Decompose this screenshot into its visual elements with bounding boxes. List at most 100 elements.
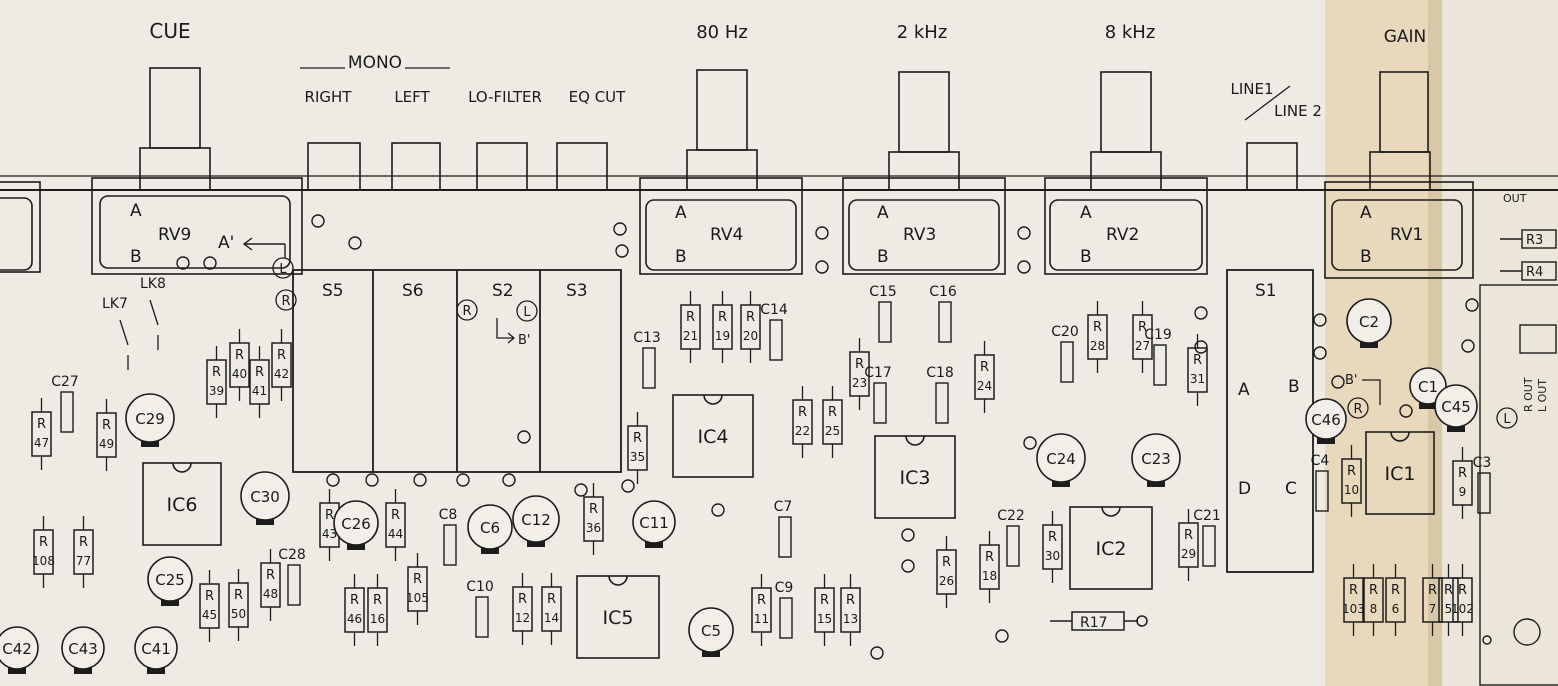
marker-r: R (281, 294, 290, 309)
resistor-value: 8 (1370, 602, 1378, 616)
resistor-r-prefix: R (373, 593, 382, 608)
capacitor-film (1060, 341, 1074, 383)
capacitor-film (878, 301, 892, 343)
capacitor-label: C12 (521, 511, 551, 529)
solder-pad (574, 483, 588, 497)
resistor-r-prefix: R (325, 508, 334, 523)
label-mono: MONO (348, 53, 402, 73)
marker-b-prime-2: B' (1345, 373, 1358, 388)
capacitor-film (475, 596, 489, 638)
marker-circle (1496, 407, 1518, 429)
resistor-value: 105 (406, 591, 429, 605)
resistor-value: 19 (715, 329, 730, 343)
resistor-r-prefix: R (350, 593, 359, 608)
resistor-value: 22 (795, 424, 810, 438)
capacitor-film (1006, 525, 1020, 567)
solder-pad (815, 226, 829, 240)
edge-r4: R4 (1526, 265, 1543, 280)
resistor-value: 35 (630, 450, 645, 464)
capacitor-label: C22 (997, 508, 1025, 524)
capacitor-label: C11 (639, 514, 669, 532)
solder-pad (615, 244, 629, 258)
resistor-r-prefix: R (1391, 583, 1400, 598)
solder-pad (1194, 340, 1208, 354)
resistor (1187, 347, 1208, 393)
resistor-r-prefix: R (1428, 583, 1437, 598)
solder-pad (870, 646, 884, 660)
solder-pad (621, 479, 635, 493)
link-lk8: LK8 (140, 276, 166, 292)
rv2-a: A (1080, 203, 1092, 223)
marker-circle (275, 289, 297, 311)
capacitor-label: C29 (135, 410, 165, 428)
resistor-r-prefix: R (518, 592, 527, 607)
solder-pad (995, 629, 1009, 643)
solder-pad (1023, 436, 1037, 450)
resistor-value: 47 (34, 436, 49, 450)
resistor (1343, 577, 1364, 623)
resistor-value: 27 (1135, 339, 1150, 353)
switch-s6: S6 (402, 281, 424, 301)
resistor-value: 41 (252, 384, 267, 398)
capacitor-electrolytic (1434, 384, 1478, 428)
solder-pad (1465, 298, 1479, 312)
capacitor-electrolytic (512, 495, 560, 543)
resistor-r-prefix: R (1458, 466, 1467, 481)
resistor-value: 14 (544, 611, 559, 625)
resistor-value: 21 (683, 329, 698, 343)
resistor (271, 342, 292, 388)
link-lk7: LK7 (102, 296, 128, 312)
resistor (974, 354, 995, 400)
resistor-value: 13 (843, 612, 858, 626)
solder-pad (901, 528, 915, 542)
edge-r3: R3 (1526, 233, 1543, 248)
capacitor-label: C23 (1141, 450, 1171, 468)
solder-pad (348, 236, 362, 250)
capacitor-electrolytic (333, 500, 379, 546)
ic-label-ic5: IC5 (603, 607, 634, 629)
capacitor-film (769, 319, 783, 361)
resistor-value: 15 (817, 612, 832, 626)
resistor (512, 586, 533, 632)
resistor (583, 496, 604, 542)
capacitor-electrolytic (240, 471, 290, 521)
solder-pad (176, 256, 190, 270)
resistor (1178, 522, 1199, 568)
resistor-r-prefix: R (718, 310, 727, 325)
resistor (1087, 314, 1108, 360)
resistor-value: 10 (1344, 483, 1359, 497)
solder-pad (1331, 375, 1345, 389)
resistor-value: 18 (982, 569, 997, 583)
resistor (199, 583, 220, 629)
capacitor-label: C41 (141, 640, 171, 658)
solder-pad (1313, 346, 1327, 360)
rv4-label: RV4 (710, 225, 743, 245)
right-flap (1442, 0, 1558, 686)
capacitor-electrolytic (125, 393, 175, 443)
capacitor-film (938, 301, 952, 343)
solder-pad (502, 473, 516, 487)
capacitor-label: C30 (250, 488, 280, 506)
resistor-value: 40 (232, 367, 247, 381)
resistor-value: 42 (274, 367, 289, 381)
resistor (1385, 577, 1406, 623)
label-line2: LINE 2 (1274, 102, 1322, 120)
marker-l: L (1503, 412, 1511, 427)
resistor-r-prefix: R (1458, 583, 1467, 598)
capacitor-electrolytic (1305, 398, 1347, 440)
resistor-r-prefix: R (205, 589, 214, 604)
label-left: LEFT (394, 88, 430, 106)
capacitor-label: C21 (1193, 508, 1221, 524)
capacitor-label: C18 (926, 365, 954, 381)
ic-label-ic4: IC4 (698, 426, 729, 448)
solder-pad (203, 256, 217, 270)
resistor-r-prefix: R (212, 365, 221, 380)
rv2-b: B (1080, 247, 1092, 267)
resistor (73, 529, 94, 575)
ic-ic2 (1069, 506, 1153, 590)
capacitor-label: C28 (278, 547, 306, 563)
capacitor-electrolytic (1036, 433, 1086, 483)
solder-pad (365, 473, 379, 487)
resistor-value: 102 (1451, 602, 1474, 616)
